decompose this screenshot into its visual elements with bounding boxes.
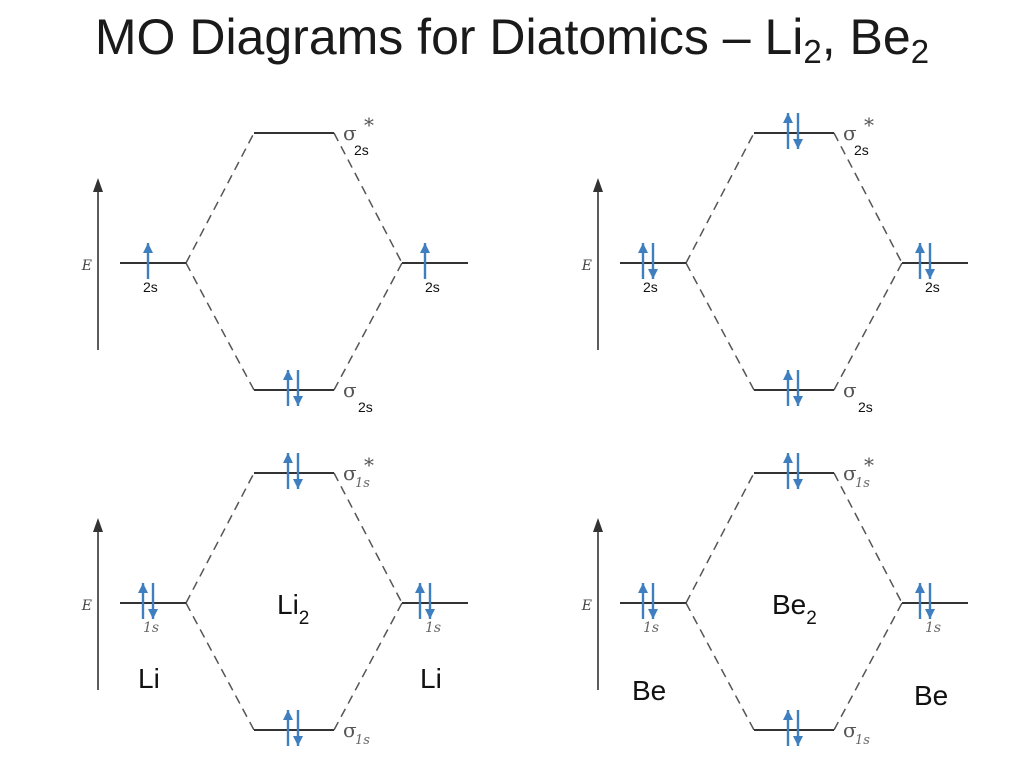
energy-axis-label: E (81, 258, 92, 274)
bonding-label-symbol: σ (843, 718, 857, 742)
right-ao-electron-down (425, 583, 435, 619)
correlation-line (833, 262, 903, 391)
right-ao-electron-up (420, 243, 430, 279)
correlation-line (333, 472, 403, 604)
bonding-electron-up (283, 710, 293, 746)
correlation-line (685, 132, 755, 264)
left-ao-label: 1s (143, 620, 159, 636)
correlation-line (685, 262, 755, 391)
antibonding-electron-down (793, 453, 803, 489)
bonding-electron-down (293, 370, 303, 406)
molecule-label: Be2 (772, 589, 817, 629)
correlation-line (833, 472, 903, 604)
correlation-line (333, 132, 403, 264)
correlation-line (833, 602, 903, 731)
energy-axis-arrowhead (93, 178, 103, 192)
antibonding-label-star: * (864, 113, 874, 137)
left-ao-label: 1s (643, 620, 659, 636)
right-ao-electron-down (925, 583, 935, 619)
left-ao-electron-up (143, 243, 153, 279)
antibonding-electron-up (783, 113, 793, 149)
bonding-label-subscript: 1s (855, 733, 870, 748)
right-ao-electron-up (915, 243, 925, 279)
energy-axis-arrowhead (593, 518, 603, 532)
title-sub-2: 2 (910, 33, 930, 70)
antibonding-electron-down (793, 113, 803, 149)
right-ao-label: 1s (925, 620, 941, 636)
bonding-label-symbol: σ (343, 718, 357, 742)
left-ao-electron-down (148, 583, 158, 619)
energy-axis-label: E (81, 598, 92, 614)
title-text: MO Diagrams for Diatomics – Li (94, 9, 804, 65)
correlation-line (185, 132, 255, 264)
energy-axis-arrowhead (593, 178, 603, 192)
antibonding-electron-up (283, 453, 293, 489)
bonding-electron-down (793, 370, 803, 406)
bonding-electron-down (793, 710, 803, 746)
right-ao-label: 2s (425, 279, 440, 295)
left-ao-label: 2s (143, 279, 158, 295)
right-ao-electron-up (915, 583, 925, 619)
bonding-electron-up (783, 710, 793, 746)
energy-axis-arrowhead (93, 518, 103, 532)
right-ao-electron-up (415, 583, 425, 619)
correlation-line (333, 602, 403, 731)
antibonding-label-subscript: 2s (354, 142, 369, 158)
correlation-line (333, 262, 403, 391)
antibonding-label-star: * (864, 453, 874, 477)
title-sub-1: 2 (803, 33, 822, 70)
left-ao-label: 2s (643, 279, 658, 295)
correlation-line (185, 602, 255, 731)
molecule-label: Li2 (277, 589, 309, 629)
antibonding-label-symbol: σ (843, 121, 857, 145)
bonding-label-symbol: σ (843, 378, 857, 402)
title-mid: , Be (821, 9, 911, 65)
antibonding-electron-up (783, 453, 793, 489)
correlation-line (185, 472, 255, 604)
correlation-line (185, 262, 255, 391)
right-ao-electron-down (925, 243, 935, 279)
antibonding-label-symbol: σ (343, 121, 357, 145)
bonding-electron-up (283, 370, 293, 406)
right-ao-label: 1s (425, 620, 441, 636)
bonding-label-subscript: 2s (358, 399, 373, 415)
left-ao-electron-up (638, 583, 648, 619)
bonding-label-subscript: 2s (858, 399, 873, 415)
antibonding-label-symbol: σ (343, 461, 357, 485)
correlation-line (833, 132, 903, 264)
antibonding-label-star: * (364, 113, 374, 137)
left-ao-electron-down (648, 243, 658, 279)
left-ao-electron-up (638, 243, 648, 279)
antibonding-label-subscript: 2s (854, 142, 869, 158)
right-atom-label: Li (420, 663, 442, 694)
page-title: MO Diagrams for Diatomics – Li2, Be2 (0, 8, 1024, 68)
antibonding-label-symbol: σ (843, 461, 857, 485)
right-ao-label: 2s (925, 279, 940, 295)
left-ao-electron-up (138, 583, 148, 619)
right-atom-label: Be (914, 680, 948, 711)
correlation-line (685, 602, 755, 731)
left-ao-electron-down (648, 583, 658, 619)
antibonding-electron-down (293, 453, 303, 489)
antibonding-label-subscript: 1s (355, 476, 370, 491)
bonding-electron-up (783, 370, 793, 406)
correlation-line (685, 472, 755, 604)
energy-axis-label: E (581, 258, 592, 274)
bonding-electron-down (293, 710, 303, 746)
antibonding-label-subscript: 1s (855, 476, 870, 491)
bonding-label-subscript: 1s (355, 733, 370, 748)
energy-axis-label: E (581, 598, 592, 614)
left-atom-label: Be (632, 675, 666, 706)
bonding-label-symbol: σ (343, 378, 357, 402)
left-atom-label: Li (138, 663, 160, 694)
antibonding-label-star: * (364, 453, 374, 477)
